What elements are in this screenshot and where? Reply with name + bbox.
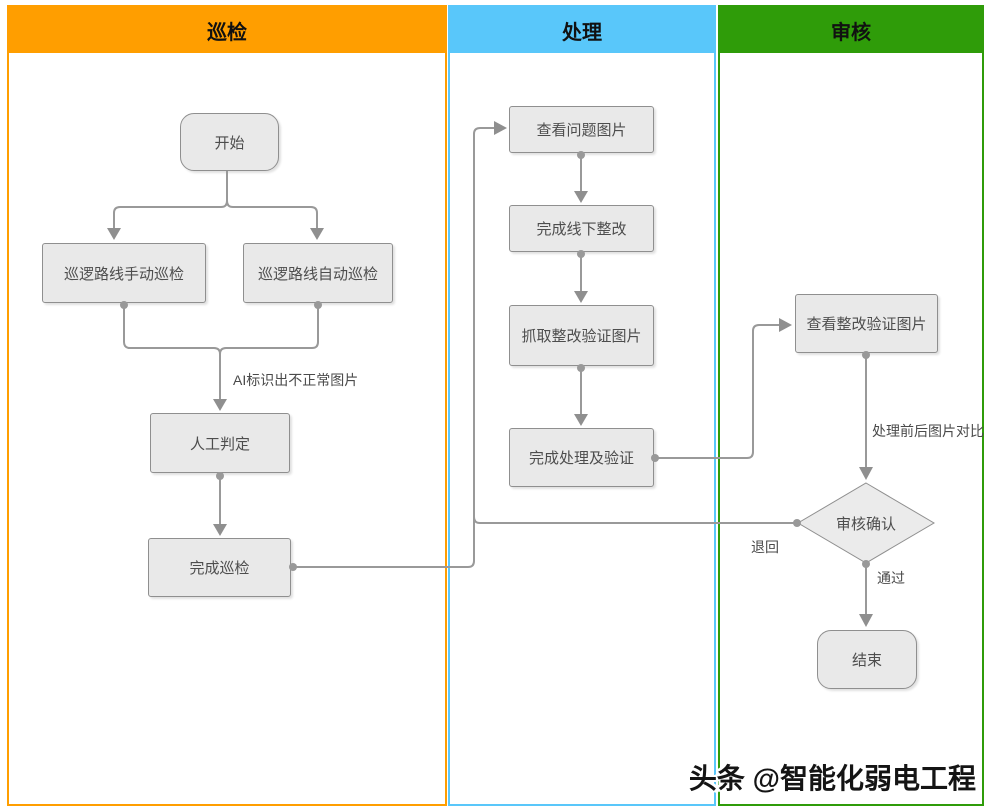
edge-label-back: 退回 [751,539,779,555]
node-end: 结束 [817,630,917,689]
node-capture-verify: 抓取整改验证图片 [509,305,654,366]
lane-header-inspection: 巡检 [9,7,445,53]
edge-label-pass: 通过 [877,570,905,586]
node-manual-judge: 人工判定 [150,413,290,473]
node-offline-fix: 完成线下整改 [509,205,654,252]
node-decision-label: 审核确认 [835,515,896,533]
node-complete-process: 完成处理及验证 [509,428,654,487]
node-view-verify: 查看整改验证图片 [795,294,938,353]
edge-label-ai-detect: AI标识出不正常图片 [233,372,359,388]
node-start: 开始 [180,113,279,171]
lane-title-process: 处理 [562,21,602,44]
lane-title-review: 审核 [831,21,871,44]
watermark-toutiao: 头条 @智能化弱电工程 [688,763,976,794]
node-auto-patrol: 巡逻路线自动巡检 [243,243,393,303]
node-complete-inspection: 完成巡检 [148,538,291,597]
node-manual-patrol: 巡逻路线手动巡检 [42,243,206,303]
lane-header-process: 处理 [450,7,714,53]
lane-title-inspection: 巡检 [207,21,247,44]
node-view-problem: 查看问题图片 [509,106,654,153]
lane-header-review: 审核 [720,7,982,53]
edge-label-compare: 处理前后图片对比 [872,423,984,439]
